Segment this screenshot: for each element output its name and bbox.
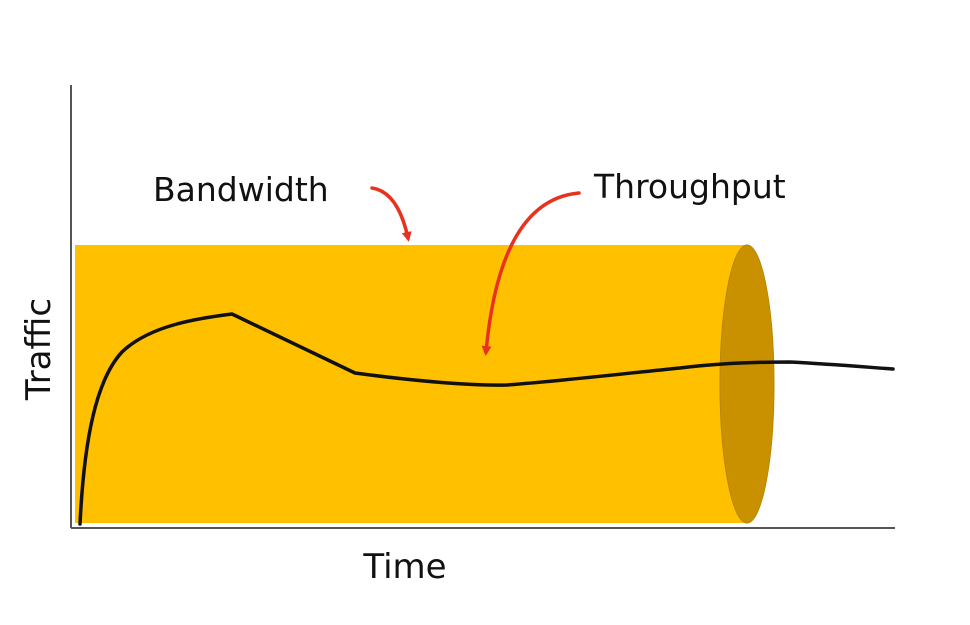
- throughput-arrow: [481, 191, 581, 356]
- y-axis-label: Traffic: [19, 298, 59, 401]
- x-axis-label: Time: [362, 547, 446, 587]
- bandwidth-label: Bandwidth: [153, 170, 329, 209]
- pipe-end-cap: [719, 244, 775, 524]
- throughput-label: Throughput: [593, 167, 786, 206]
- bandwidth-pipe: [75, 245, 747, 523]
- bandwidth-arrow: [370, 186, 412, 242]
- throughput-curve: [78, 312, 895, 526]
